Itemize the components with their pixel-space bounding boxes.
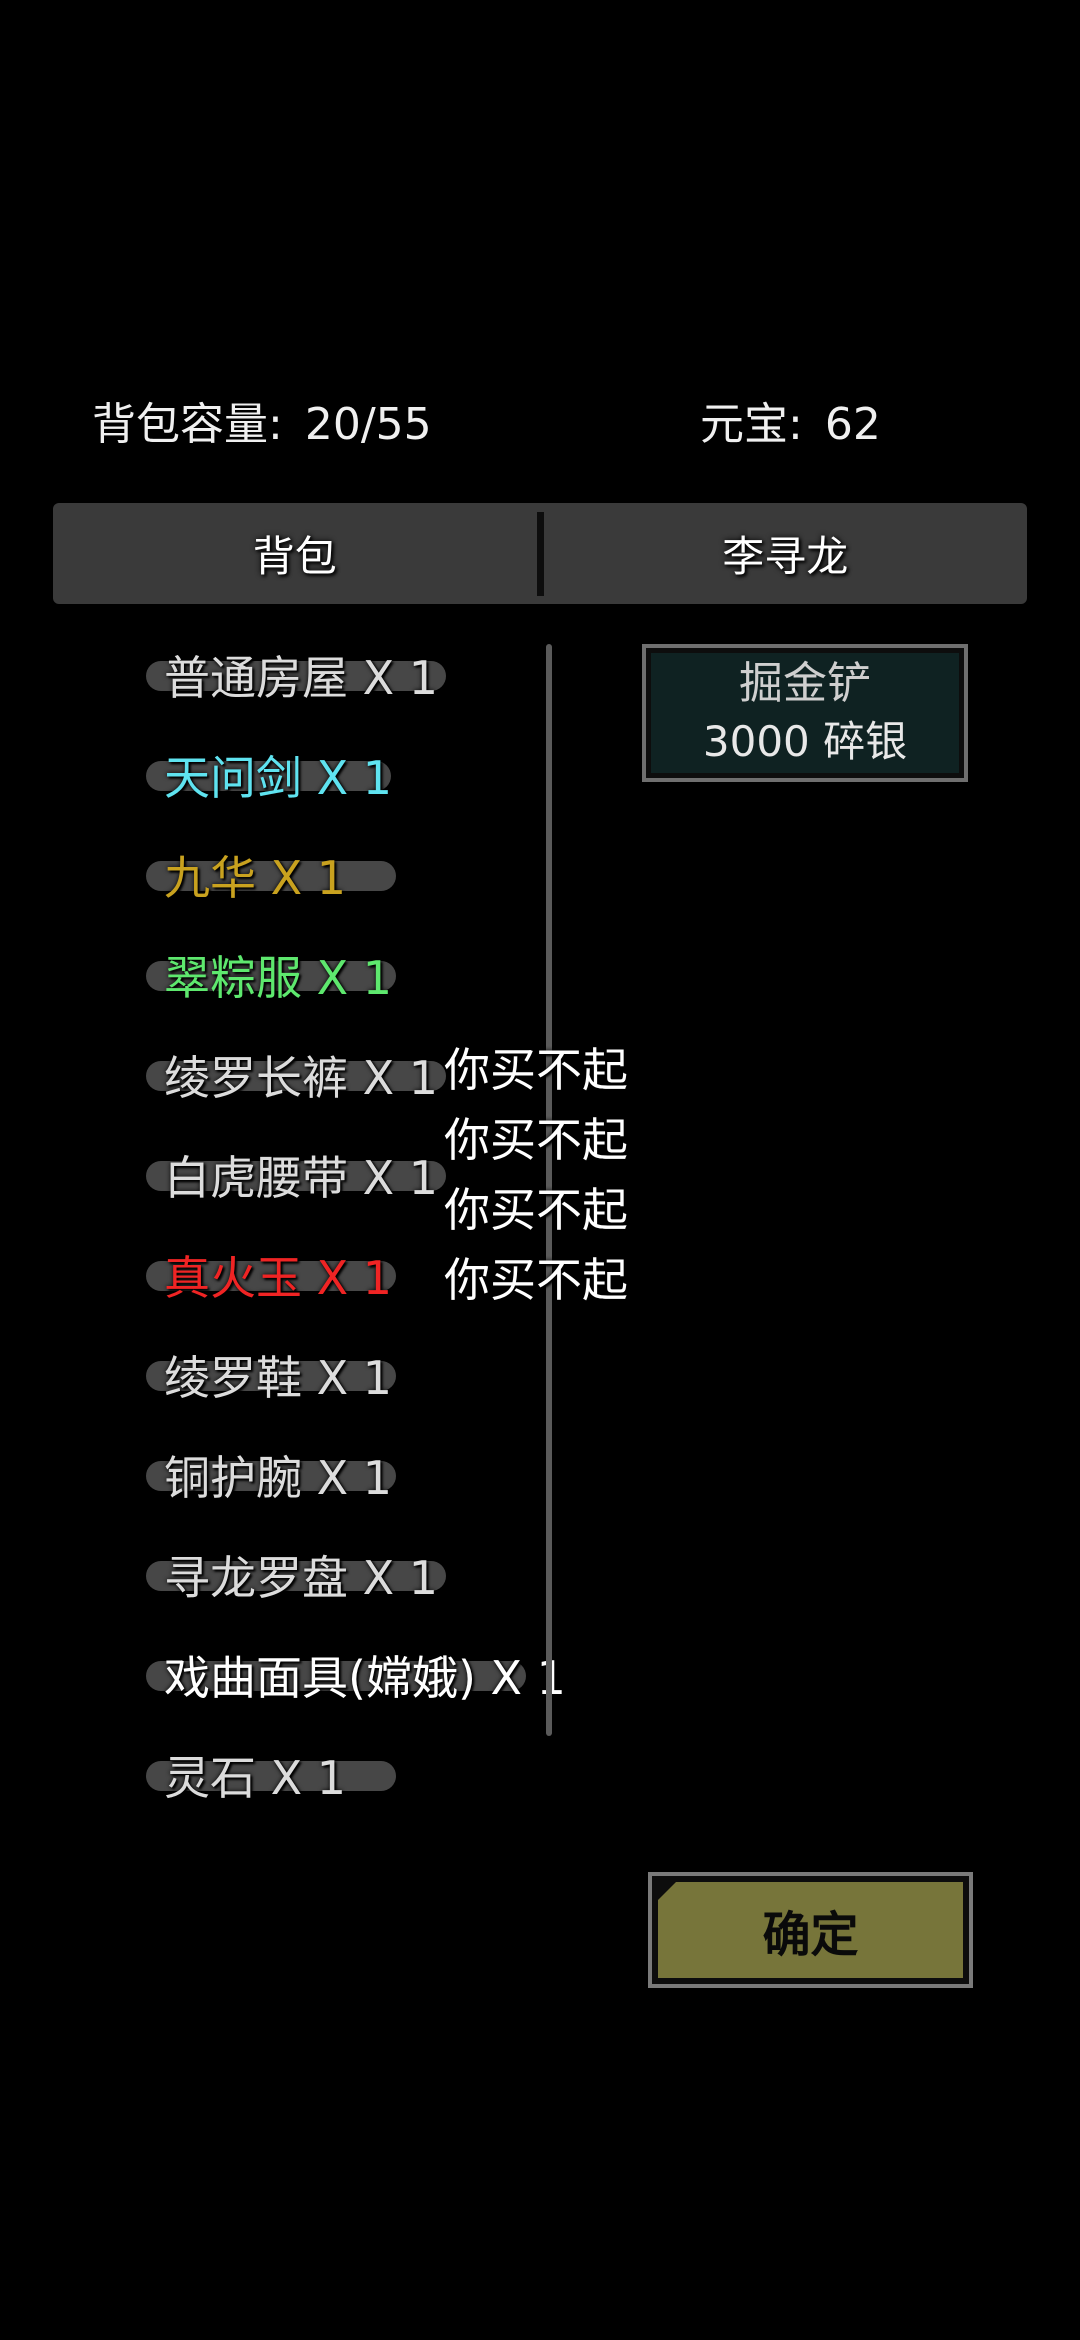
inventory-item-pill	[146, 1561, 446, 1591]
inventory-item[interactable]: 铜护腕 X 1	[140, 1440, 396, 1510]
inventory-item-pill	[146, 961, 396, 991]
shop-item-price: 3000 碎银	[702, 717, 908, 766]
tab-merchant[interactable]: 李寻龙	[544, 503, 1028, 604]
inventory-item-pill	[146, 1361, 396, 1391]
inventory-item[interactable]: 白虎腰带 X 1	[140, 1140, 446, 1210]
inventory-item-pill	[146, 1661, 526, 1691]
inventory-item[interactable]: 九华 X 1	[140, 840, 396, 910]
shop-item-card[interactable]: 掘金铲 3000 碎银	[642, 644, 968, 782]
inventory-item[interactable]: 寻龙罗盘 X 1	[140, 1540, 446, 1610]
toast-message: 你买不起	[444, 1043, 628, 1097]
inventory-item-pill	[146, 761, 391, 791]
inventory-item-pill	[146, 661, 446, 691]
toast-message: 你买不起	[444, 1113, 628, 1167]
currency-value: 62	[824, 399, 881, 450]
inventory-list[interactable]: 普通房屋 X 1 天问剑 X 1 九华 X 1 翠粽服 X 1 绫罗长裤 X 1 白虎腰带…	[140, 640, 566, 1805]
confirm-button-label: 确定	[658, 1882, 963, 1978]
inventory-item-label: 铜护腕 X 1	[164, 1451, 393, 1505]
inventory-scrollbar[interactable]	[546, 644, 552, 1736]
tab-bar: 背包 李寻龙	[53, 503, 1027, 604]
currency-label: 元宝:	[700, 399, 803, 450]
inventory-item[interactable]: 翠粽服 X 1	[140, 940, 396, 1010]
currency-display: 元宝: 62	[700, 388, 881, 452]
inventory-item[interactable]: 戏曲面具(嫦娥) X 1	[140, 1640, 566, 1710]
inventory-item-label: 戏曲面具(嫦娥) X 1	[164, 1651, 566, 1705]
tab-merchant-label: 李寻龙	[722, 532, 849, 581]
bag-capacity-value: 20/55	[304, 399, 432, 450]
inventory-item-label: 真火玉 X 1	[164, 1251, 393, 1305]
inventory-item[interactable]: 普通房屋 X 1	[140, 640, 446, 710]
inventory-item-label: 普通房屋 X 1	[164, 651, 439, 705]
inventory-item-pill	[146, 1461, 396, 1491]
inventory-item[interactable]: 绫罗长裤 X 1	[140, 1040, 446, 1110]
bag-capacity-label: 背包容量:	[92, 399, 283, 450]
toast-message: 你买不起	[444, 1183, 628, 1237]
shop-item-card-body: 掘金铲 3000 碎银	[651, 653, 959, 773]
inventory-item-label: 天问剑 X 1	[164, 751, 393, 805]
tab-backpack[interactable]: 背包	[53, 503, 537, 604]
inventory-item-label: 九华 X 1	[164, 851, 347, 905]
inventory-item[interactable]: 天问剑 X 1	[140, 740, 392, 810]
tab-divider	[536, 511, 544, 596]
inventory-item-label: 绫罗长裤 X 1	[164, 1051, 439, 1105]
tab-backpack-label: 背包	[252, 532, 337, 581]
bag-capacity: 背包容量: 20/55	[92, 388, 432, 452]
inventory-item-pill	[146, 1161, 446, 1191]
confirm-button[interactable]: 确定	[648, 1872, 973, 1988]
inventory-item[interactable]: 真火玉 X 1	[140, 1240, 396, 1310]
inventory-item-label: 绫罗鞋 X 1	[164, 1351, 393, 1405]
inventory-item-pill	[146, 1261, 396, 1291]
inventory-item-label: 白虎腰带 X 1	[164, 1151, 439, 1205]
inventory-item[interactable]: 绫罗鞋 X 1	[140, 1340, 396, 1410]
toast-message: 你买不起	[444, 1253, 628, 1307]
inventory-item-label: 灵石 X 1	[164, 1751, 347, 1805]
inventory-item-pill	[146, 1761, 396, 1791]
inventory-item[interactable]: 灵石 X 1	[140, 1740, 396, 1810]
inventory-item-label: 寻龙罗盘 X 1	[164, 1551, 439, 1605]
shop-item-name: 掘金铲	[739, 658, 871, 709]
inventory-item-label: 翠粽服 X 1	[164, 951, 393, 1005]
inventory-item-pill	[146, 1061, 446, 1091]
inventory-item-pill	[146, 861, 396, 891]
